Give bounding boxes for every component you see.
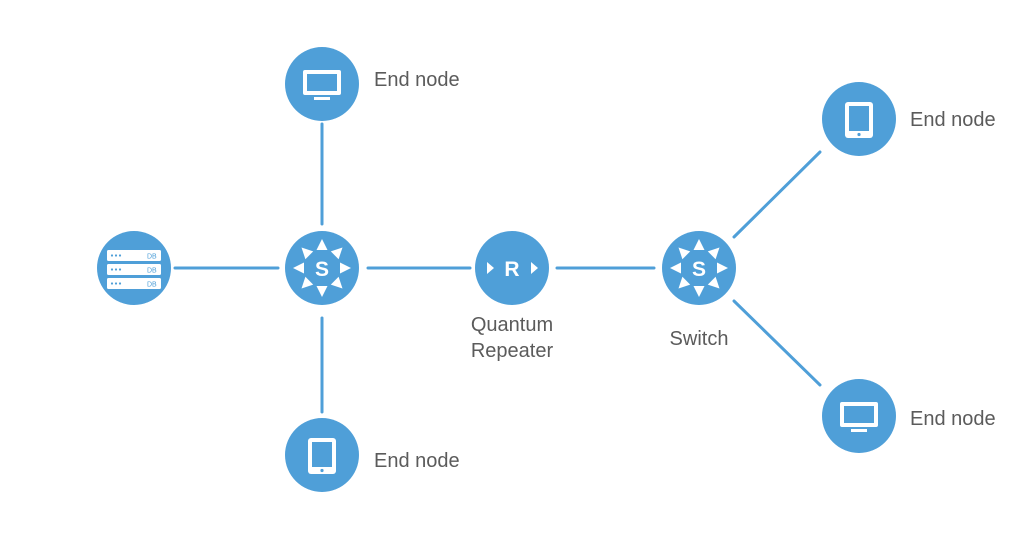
top-end-node (285, 47, 359, 121)
repeater-label-line2: Repeater (470, 340, 554, 362)
tablet-icon (845, 102, 873, 138)
switch-arrow-icon (301, 247, 314, 260)
switch-arrow-icon (693, 286, 705, 297)
database-node: DB DB DB (97, 231, 171, 305)
switch-arrow-icon (693, 239, 705, 250)
db-label-1: DB (147, 254, 157, 261)
switch-arrow-icon (330, 276, 343, 289)
database-server-icon: DB DB DB (107, 250, 161, 289)
monitor-icon (303, 70, 341, 100)
repeater-node: R (475, 231, 549, 305)
right-switch-letter: S (692, 258, 706, 281)
switch-arrow-icon (301, 276, 314, 289)
bottom-end-node-label: End node (374, 450, 460, 472)
left-switch-letter: S (315, 258, 329, 281)
tablet-icon (308, 438, 336, 474)
switch-arrow-icon (707, 247, 720, 260)
switch-arrow-icon (316, 239, 328, 250)
link-right-switch-to-top-end-node (732, 150, 822, 239)
switch-icon (670, 239, 728, 297)
right-top-end-node-label: End node (910, 109, 996, 131)
repeater-label-line1: Quantum (470, 314, 554, 336)
switch-arrow-icon (316, 286, 328, 297)
right-bottom-end-node (822, 379, 896, 453)
right-switch-node: S (662, 231, 736, 305)
bottom-end-node (285, 418, 359, 492)
monitor-icon (840, 402, 878, 432)
switch-arrow-icon (670, 262, 681, 274)
switch-arrow-icon (340, 262, 351, 274)
links (173, 122, 822, 414)
link-right-switch-to-bottom-end-node (732, 299, 822, 387)
switch-arrow-icon (293, 262, 304, 274)
db-label-2: DB (147, 268, 157, 275)
repeater-letter: R (504, 258, 519, 281)
switch-icon (293, 239, 351, 297)
switch-arrow-icon (678, 276, 691, 289)
right-top-end-node (822, 82, 896, 156)
switch-arrow-icon (717, 262, 728, 274)
repeater-icon (487, 262, 538, 274)
switch-arrow-icon (330, 247, 343, 260)
left-switch-node: S (285, 231, 359, 305)
right-switch-label: Switch (669, 328, 729, 350)
switch-arrow-icon (707, 276, 720, 289)
switch-arrow-icon (678, 247, 691, 260)
right-bottom-end-node-label: End node (910, 408, 996, 430)
db-label-3: DB (147, 282, 157, 289)
top-end-node-label: End node (374, 69, 460, 91)
